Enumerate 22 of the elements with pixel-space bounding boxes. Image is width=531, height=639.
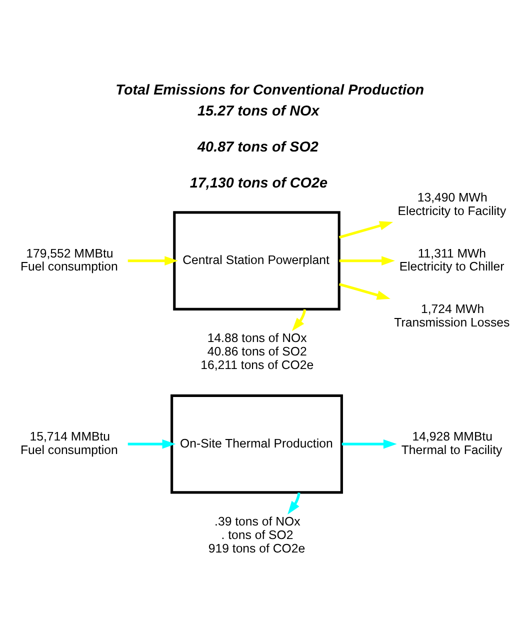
arrow — [128, 256, 178, 265]
arrow — [288, 492, 300, 514]
label: 40.87 tons of SO2 — [198, 138, 318, 155]
arrow — [338, 282, 390, 300]
label: 15.27 tons of NOx — [198, 102, 320, 119]
diagram-title: Total Emissions for Conventional Production — [116, 82, 424, 98]
arrow — [342, 438, 397, 448]
arrow — [338, 220, 394, 238]
node-text: 15,714 MMBtu Fuel consumption — [20, 429, 118, 456]
node-box: On-Site Thermal Production — [170, 394, 343, 494]
node-text: 14,928 MMBtu Thermal to Facility — [401, 429, 502, 456]
node-text: 1,724 MWh Transmission Losses — [394, 301, 510, 329]
node-text: 14.88 tons of NOx 40.86 tons of SO2 16,211 tons of CO2e — [200, 330, 314, 372]
arrow — [292, 308, 306, 331]
arrow — [128, 438, 176, 448]
label: 17,130 tons of CO2e — [190, 174, 328, 191]
node-text: 13,490 MWh Electricity to Facility — [398, 190, 506, 218]
node-box: Central Station Powerplant — [173, 210, 340, 310]
node-text: 11,311 MWh Electricity to Chiller — [399, 246, 504, 274]
arrow — [339, 256, 395, 265]
node-text: 179,552 MMBtu Fuel consumption — [20, 246, 118, 274]
node-text: .39 tons of NOx . tons of SO2 919 tons of CO2e — [208, 514, 306, 555]
